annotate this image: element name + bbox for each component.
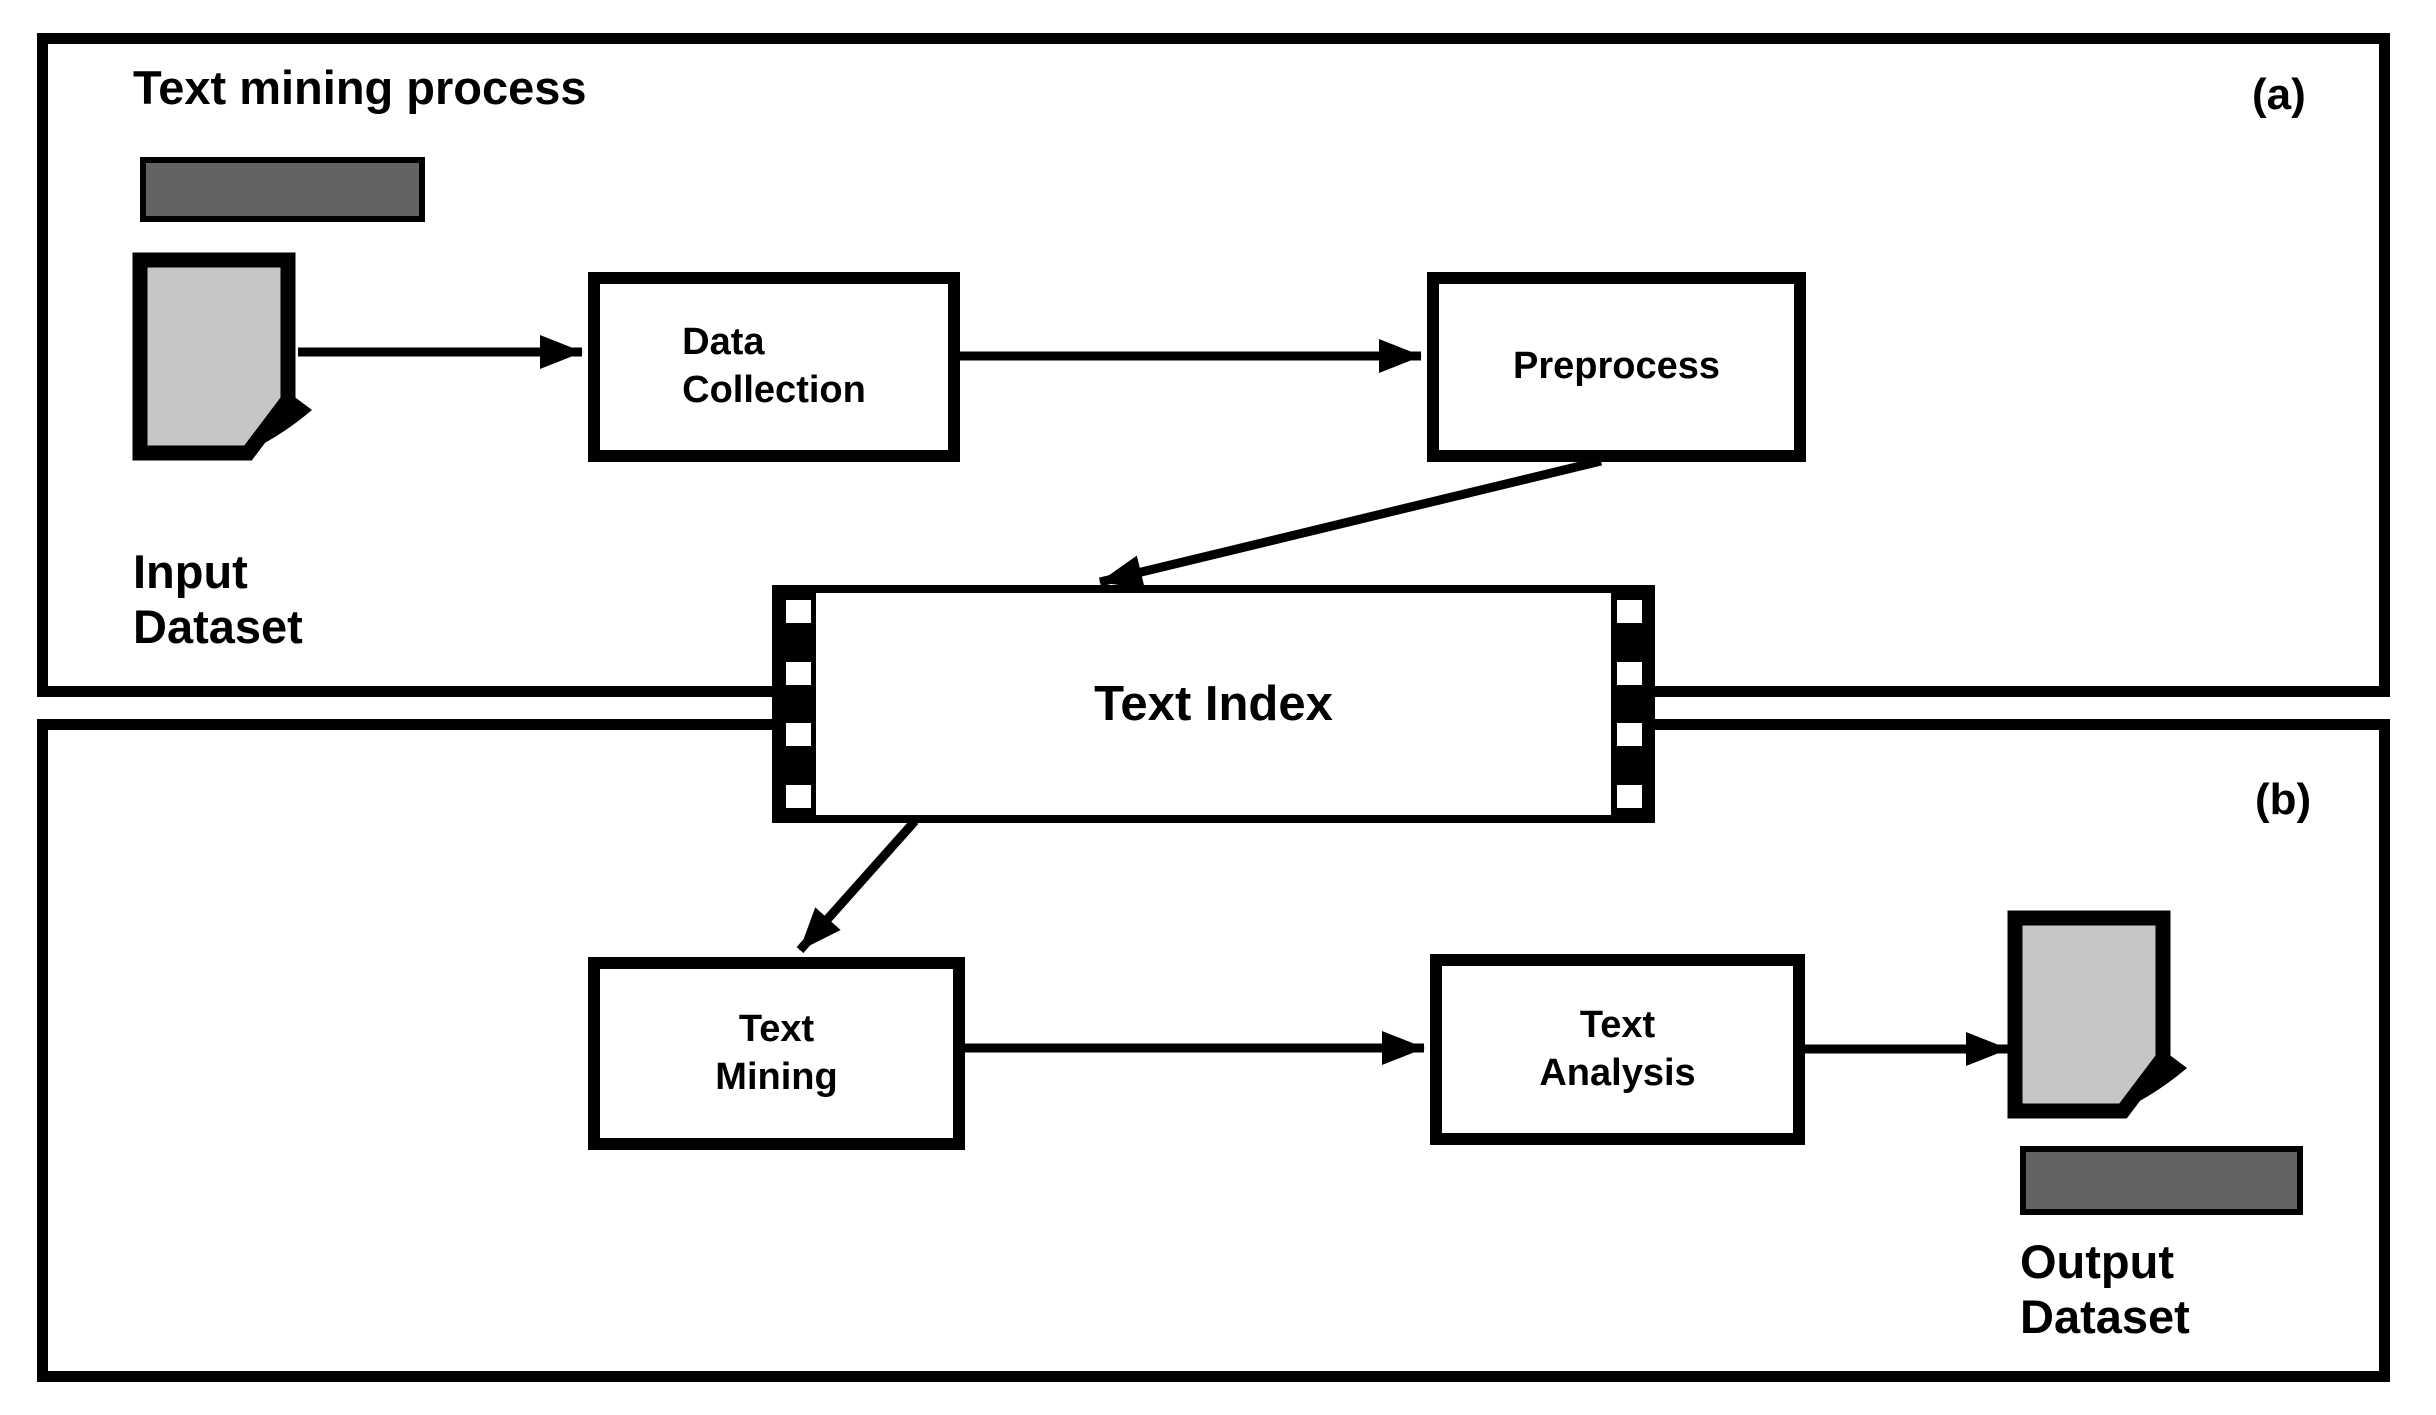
sprocket-hole <box>785 600 811 623</box>
node-text-index: Text Index <box>772 585 1655 823</box>
sprocket-hole <box>785 661 811 685</box>
node-data-collection: Data Collection <box>588 272 960 462</box>
node-text-mining-label: Text Mining <box>715 1007 838 1098</box>
node-text-index-label: Text Index <box>1094 677 1333 731</box>
filmstrip-left-sprockets <box>780 593 816 815</box>
node-data-collection-label: Data Collection <box>682 321 866 411</box>
document-icon <box>2007 910 2187 1119</box>
node-text-analysis: Text Analysis <box>1430 954 1805 1145</box>
sprocket-hole <box>1616 784 1642 808</box>
sprocket-hole <box>785 784 811 808</box>
document-page <box>132 252 296 461</box>
sprocket-hole <box>785 723 811 747</box>
sprocket-hole <box>1616 600 1642 623</box>
node-text-mining: Text Mining <box>588 957 965 1150</box>
input-dataset-color-bar <box>140 157 425 222</box>
node-preprocess-label: Preprocess <box>1512 345 1720 388</box>
node-text-index-body: Text Index <box>816 593 1611 815</box>
node-text-analysis-label: Text Analysis <box>1539 1003 1696 1094</box>
input-dataset-label: Input Dataset <box>133 545 303 653</box>
panel-a-label: (a) <box>2252 70 2306 119</box>
document-icon <box>132 252 312 461</box>
panel-b-label: (b) <box>2255 775 2312 824</box>
document-fold-corner <box>2113 1050 2187 1113</box>
node-preprocess: Preprocess <box>1427 272 1806 462</box>
filmstrip-right-sprockets <box>1611 593 1647 815</box>
sprocket-hole <box>1616 661 1642 685</box>
output-dataset-color-bar <box>2020 1146 2303 1215</box>
sprocket-hole <box>1616 723 1642 747</box>
diagram-title: Text mining process <box>133 61 587 114</box>
document-page <box>2007 910 2171 1119</box>
document-fold-corner <box>238 392 312 455</box>
output-dataset-label: Output Dataset <box>2020 1235 2190 1343</box>
